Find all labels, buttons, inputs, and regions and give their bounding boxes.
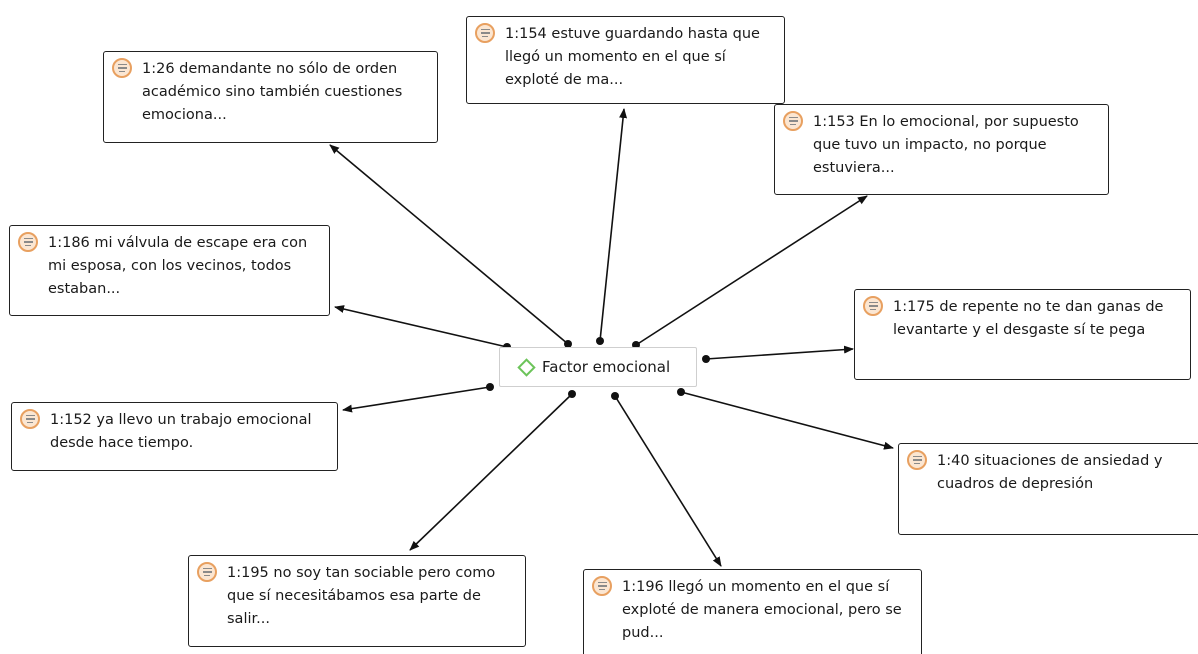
quote-text: 1:154 estuve guardando hasta que llegó u… bbox=[505, 26, 760, 88]
quote-text: 1:26 demandante no sólo de orden académi… bbox=[142, 61, 403, 123]
quote-node-1-40[interactable]: 1:40 situaciones de ansiedad y cuadros d… bbox=[898, 443, 1198, 535]
link-anchor-dot bbox=[677, 388, 685, 396]
quotation-document-icon bbox=[475, 23, 495, 43]
link-1-152[interactable] bbox=[342, 386, 491, 413]
link-1-40[interactable] bbox=[680, 391, 894, 450]
link-anchor-dot bbox=[596, 337, 604, 345]
quote-node-1-195[interactable]: 1:195 no soy tan sociable pero como que … bbox=[188, 555, 526, 647]
quote-node-1-152[interactable]: 1:152 ya llevo un trabajo emocional desd… bbox=[11, 402, 338, 471]
quotation-document-icon bbox=[20, 409, 40, 429]
quote-text: 1:196 llegó un momento en el que sí expl… bbox=[622, 579, 902, 641]
quote-node-1-196[interactable]: 1:196 llegó un momento en el que sí expl… bbox=[583, 569, 922, 654]
link-1-195[interactable] bbox=[409, 393, 573, 551]
quote-text: 1:175 de repente no te dan ganas de leva… bbox=[893, 299, 1164, 338]
quote-text: 1:153 En lo emocional, por supuesto que … bbox=[813, 114, 1079, 176]
diamond-code-icon bbox=[517, 357, 536, 377]
code-node-factor-emocional[interactable]: Factor emocional bbox=[499, 347, 697, 387]
quotation-document-icon bbox=[907, 450, 927, 470]
quotation-document-icon bbox=[18, 232, 38, 252]
quote-node-1-175[interactable]: 1:175 de repente no te dan ganas de leva… bbox=[854, 289, 1191, 380]
link-1-26[interactable] bbox=[329, 144, 569, 345]
quote-text: 1:40 situaciones de ansiedad y cuadros d… bbox=[937, 453, 1163, 492]
quote-text: 1:186 mi válvula de escape era con mi es… bbox=[48, 235, 308, 297]
link-anchor-dot bbox=[568, 390, 576, 398]
link-anchor-dot bbox=[702, 355, 710, 363]
link-1-196[interactable] bbox=[614, 395, 722, 567]
link-1-153[interactable] bbox=[635, 195, 868, 346]
link-anchor-dot bbox=[611, 392, 619, 400]
quotation-document-icon bbox=[863, 296, 883, 316]
quotation-document-icon bbox=[112, 58, 132, 78]
link-1-175[interactable] bbox=[705, 345, 854, 360]
quote-node-1-186[interactable]: 1:186 mi válvula de escape era con mi es… bbox=[9, 225, 330, 316]
quote-text: 1:152 ya llevo un trabajo emocional desd… bbox=[50, 412, 312, 451]
link-1-154[interactable] bbox=[599, 108, 628, 342]
link-anchor-dot bbox=[564, 340, 572, 348]
quotation-document-icon bbox=[592, 576, 612, 596]
quote-node-1-154[interactable]: 1:154 estuve guardando hasta que llegó u… bbox=[466, 16, 785, 104]
quotation-document-icon bbox=[783, 111, 803, 131]
quote-node-1-153[interactable]: 1:153 En lo emocional, por supuesto que … bbox=[774, 104, 1109, 195]
quote-node-1-26[interactable]: 1:26 demandante no sólo de orden académi… bbox=[103, 51, 438, 143]
quotation-document-icon bbox=[197, 562, 217, 582]
quote-text: 1:195 no soy tan sociable pero como que … bbox=[227, 565, 496, 627]
link-anchor-dot bbox=[486, 383, 494, 391]
code-label: Factor emocional bbox=[542, 358, 671, 376]
link-1-186[interactable] bbox=[334, 305, 508, 348]
